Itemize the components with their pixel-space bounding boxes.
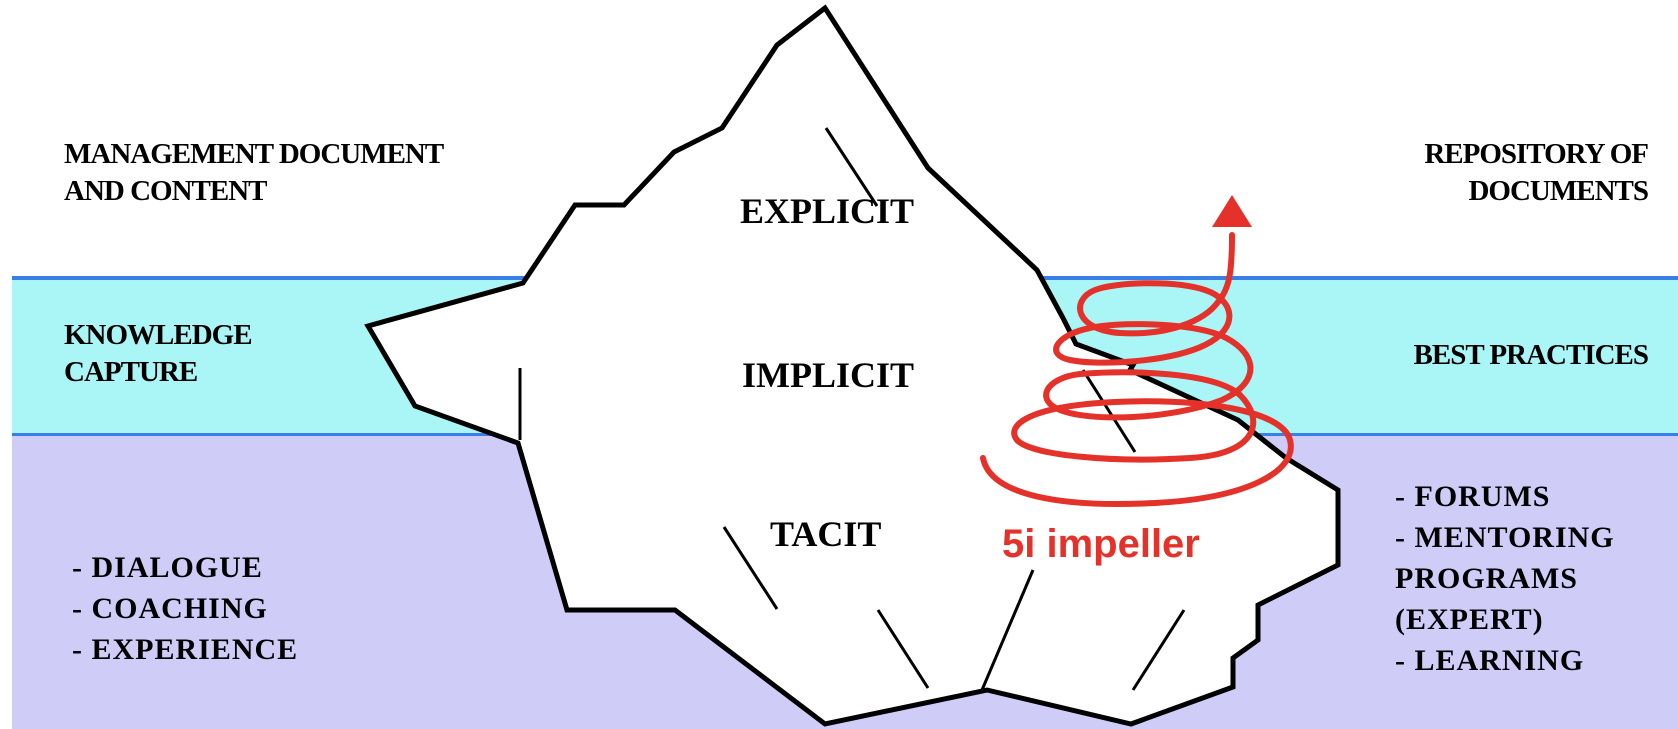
list-item: - MENTORING: [1395, 521, 1615, 554]
layer-explicit-label: EXPLICIT: [740, 191, 915, 231]
list-item: - FORUMS: [1395, 480, 1551, 513]
right-top-label: REPOSITORY OF DOCUMENTS: [1424, 138, 1649, 207]
left-top-label: MANAGEMENT DOCUMENT AND CONTENT: [64, 138, 444, 207]
list-item: - DIALOGUE: [72, 551, 263, 584]
iceberg-crack-lines: [518, 127, 1186, 691]
list-item: - EXPERIENCE: [72, 633, 299, 666]
list-item: PROGRAMS: [1395, 562, 1578, 595]
right-mid-label: BEST PRACTICES: [1413, 339, 1649, 371]
list-item: - COACHING: [72, 592, 268, 625]
left-bottom-list: - DIALOGUE - COACHING - EXPERIENCE: [72, 547, 298, 670]
impeller-label: 5i impeller: [1002, 522, 1200, 566]
layer-implicit-label: IMPLICIT: [742, 355, 915, 395]
arrow-up-icon: [1212, 195, 1252, 227]
list-item: (EXPERT): [1395, 603, 1544, 636]
list-item: - LEARNING: [1395, 644, 1585, 677]
layer-tacit-label: TACIT: [770, 514, 882, 554]
left-mid-label: KNOWLEDGE CAPTURE: [64, 319, 253, 388]
impeller-spiral: [980, 232, 1294, 508]
right-bottom-list: - FORUMS - MENTORING PROGRAMS (EXPERT) -…: [1395, 476, 1615, 681]
